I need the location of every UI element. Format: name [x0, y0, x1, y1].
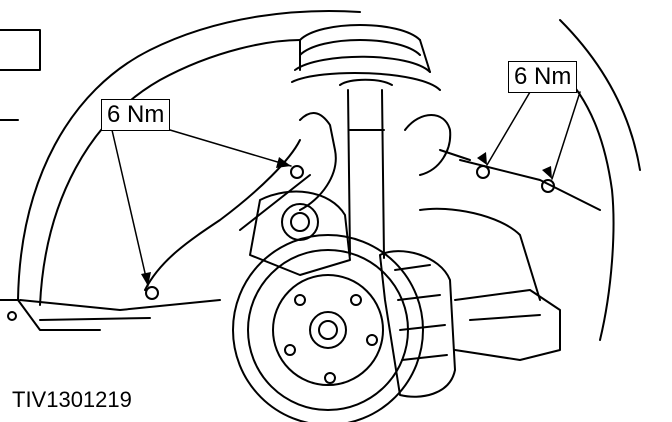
steering-knuckle — [249, 190, 351, 276]
bolt-upper-left — [290, 165, 304, 179]
wheel-arch-liner — [17, 10, 361, 301]
lower-arm — [454, 289, 561, 361]
leader-arrowheads — [141, 152, 552, 286]
strut-tube — [339, 78, 393, 259]
leader-lines — [111, 91, 581, 287]
brake-caliper — [379, 250, 456, 398]
bolt-right-1 — [476, 165, 490, 179]
torque-callout-right: 6 Nm — [508, 61, 578, 93]
figure-id-label: TIV1301219 — [12, 387, 132, 412]
bolt-far-left — [7, 311, 17, 321]
bolt-right-2 — [541, 179, 555, 193]
torque-callout-left: 6 Nm — [101, 99, 171, 131]
brake-disc — [232, 234, 424, 422]
body-panel-left — [0, 29, 41, 71]
coil-spring — [291, 24, 441, 91]
brake-line — [299, 112, 337, 211]
bolt-lower-left — [145, 286, 159, 300]
